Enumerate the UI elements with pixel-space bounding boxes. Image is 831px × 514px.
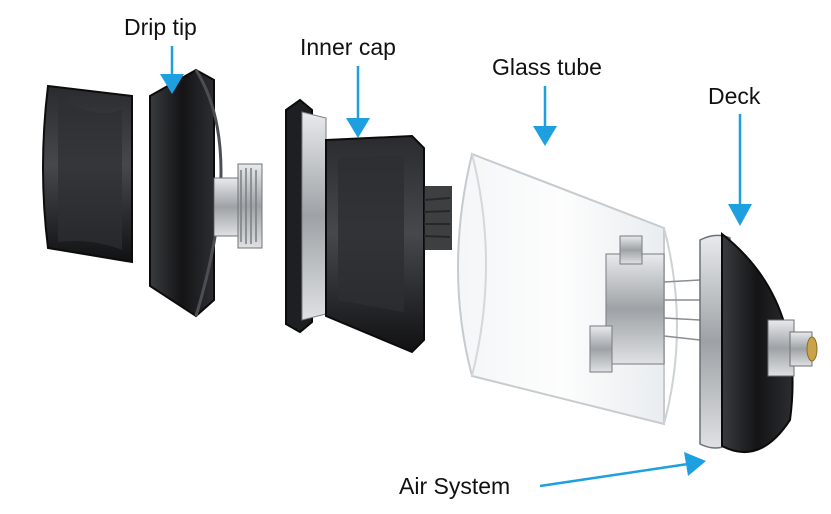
label-deck: Deck	[708, 83, 761, 109]
label-inner-cap: Inner cap	[300, 34, 396, 60]
drip-tip-arrow	[160, 46, 184, 94]
label-glass-tube: Glass tube	[492, 54, 602, 80]
deck-part	[589, 231, 818, 454]
air-system-arrow	[539, 452, 706, 488]
inner-cap-arrow	[346, 66, 370, 138]
glass-tube-arrow	[533, 86, 557, 146]
deck-arrow	[728, 114, 752, 226]
label-air-system: Air System	[399, 473, 511, 499]
label-drip-tip: Drip tip	[124, 14, 197, 40]
inner-cap-part	[285, 98, 452, 354]
drip-tip-part	[42, 68, 263, 318]
